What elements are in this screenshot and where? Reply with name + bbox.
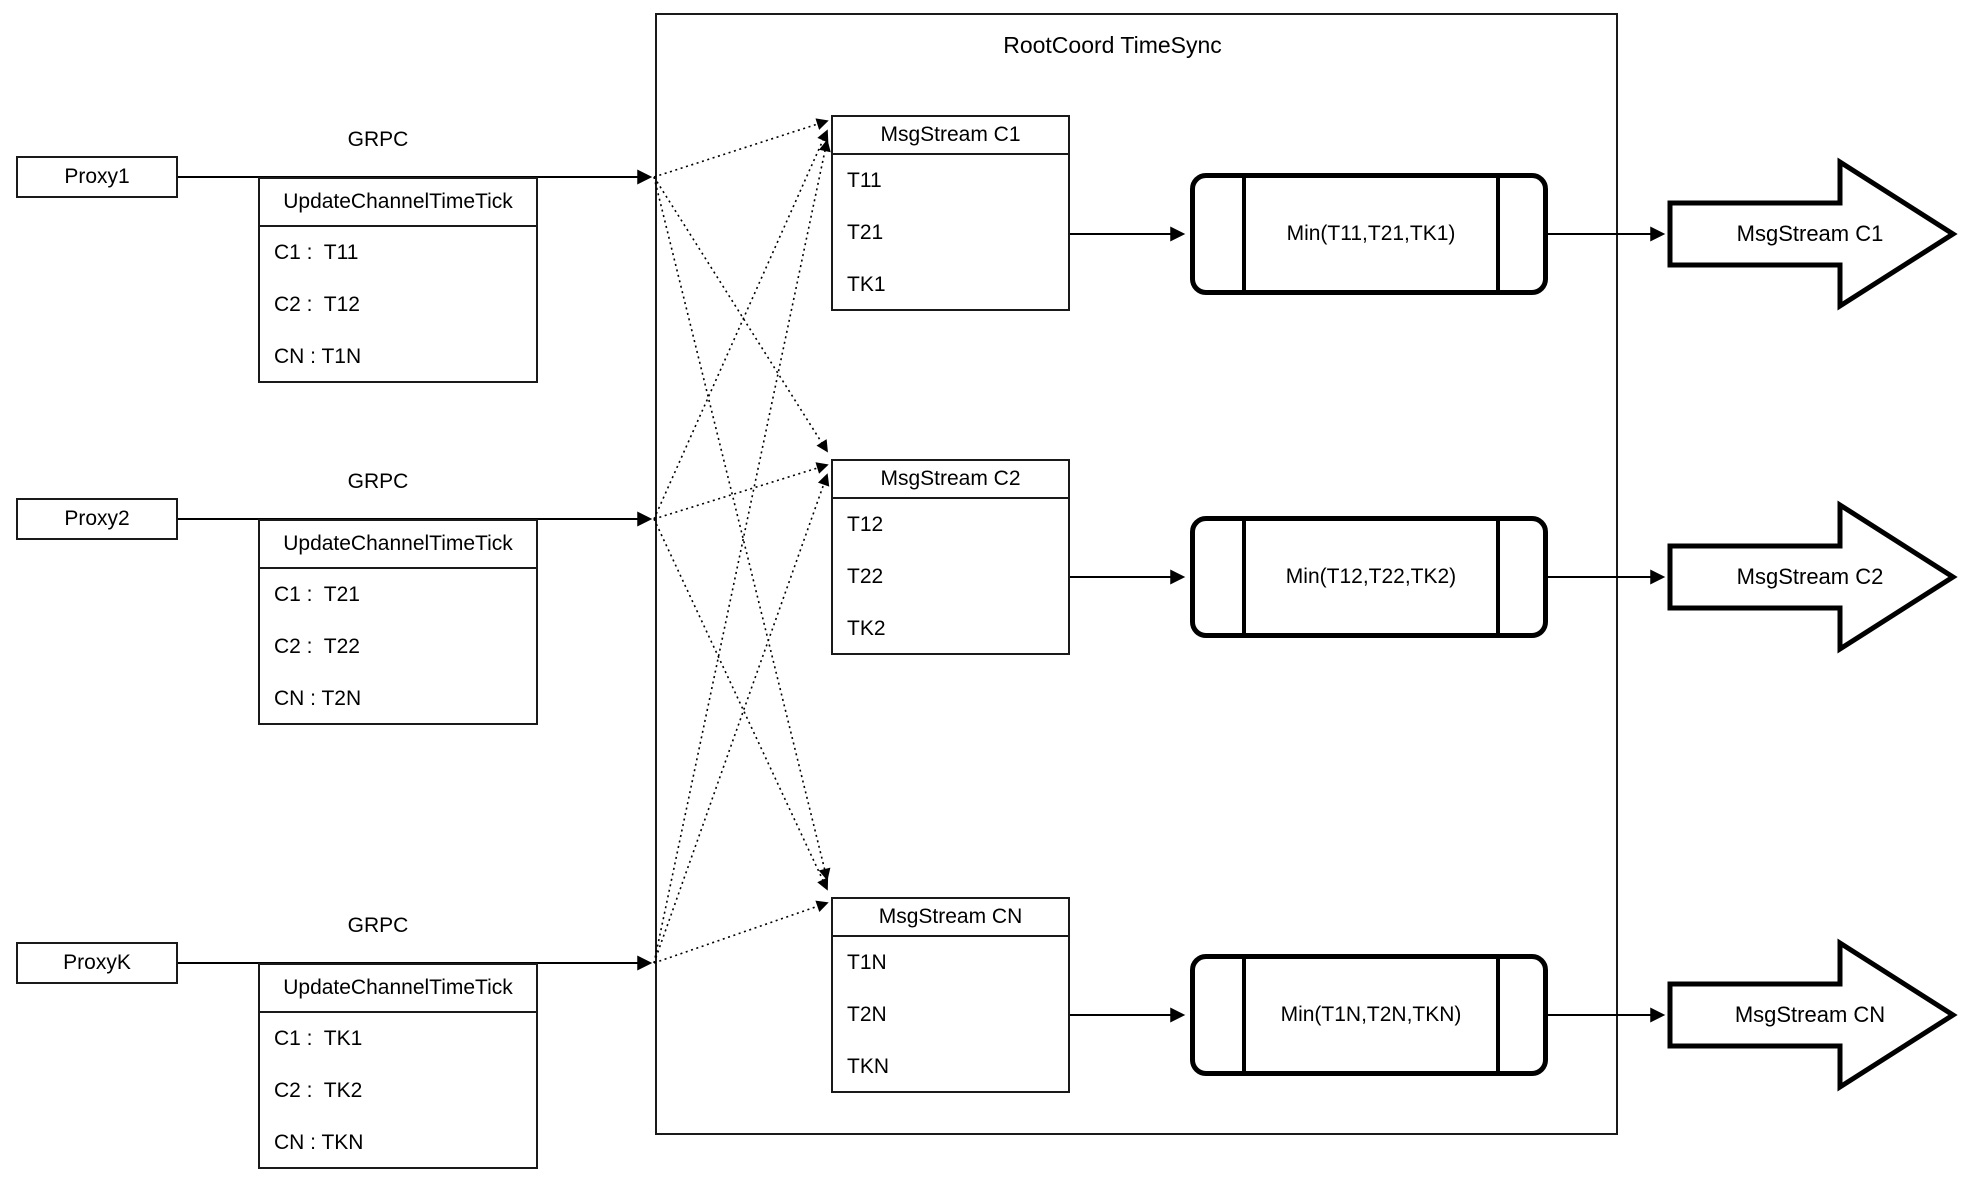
proxy1-table-row: C2 : T12	[274, 293, 360, 316]
fanout-line-pk-c1	[653, 139, 831, 964]
fanout-line-p1-c1	[653, 118, 829, 178]
fanout-line-pk-cn	[653, 900, 829, 964]
proxy1-timetick-table: UpdateChannelTimeTick C1 : T11 C2 : T12 …	[258, 177, 538, 383]
proxy2-table-header: UpdateChannelTimeTick	[260, 521, 536, 569]
fanout-line-pk-c2	[653, 473, 830, 964]
proxy2-box: Proxy2	[16, 498, 178, 540]
capsule-divider	[1496, 959, 1500, 1071]
min-capsule-cn: Min(T1N,T2N,TKN)	[1190, 954, 1548, 1076]
proxy1-table-header: UpdateChannelTimeTick	[260, 179, 536, 227]
fanout-line-p2-cn	[653, 518, 829, 891]
proxy2-timetick-table: UpdateChannelTimeTick C1 : T21 C2 : T22 …	[258, 519, 538, 725]
grpc-label-proxy1: GRPC	[347, 128, 409, 151]
proxy1-box: Proxy1	[16, 156, 178, 198]
fanout-line-p2-c1	[653, 129, 829, 520]
min-label-c1: Min(T11,T21,TK1)	[1286, 222, 1456, 245]
grpc-label-proxyk: GRPC	[347, 914, 409, 937]
capsule-divider	[1242, 521, 1246, 633]
proxy2-table-row: CN : T2N	[274, 687, 362, 710]
proxy1-label: Proxy1	[64, 165, 130, 188]
proxyk-table-row: C2 : TK2	[274, 1079, 363, 1102]
output-arrow-label-c2: MsgStream C2	[1736, 564, 1884, 589]
proxyk-table-row: CN : TKN	[274, 1131, 364, 1154]
output-arrow-label-cn: MsgStream CN	[1734, 1002, 1886, 1027]
msgstream-cn-table-row: T2N	[847, 1003, 887, 1026]
msgstream-c2-table: MsgStream C2 T12 T22 TK2	[831, 459, 1070, 655]
proxyk-label: ProxyK	[63, 951, 131, 974]
msgstream-c1-table-row: T11	[847, 169, 882, 192]
msgstream-cn-table-header: MsgStream CN	[833, 899, 1068, 937]
msgstream-c1-table-row: TK1	[847, 273, 886, 296]
proxy1-table-row: C1 : T11	[274, 241, 359, 264]
msgstream-c2-table-row: TK2	[847, 617, 886, 640]
proxyk-table-row: C1 : TK1	[274, 1027, 363, 1050]
proxy2-table-row: C1 : T21	[274, 583, 360, 606]
min-capsule-c1: Min(T11,T21,TK1)	[1190, 173, 1548, 295]
capsule-divider	[1496, 521, 1500, 633]
msgstream-c2-table-header: MsgStream C2	[833, 461, 1068, 499]
msgstream-cn-table-row: T1N	[847, 951, 887, 974]
output-block-arrow-cn	[1667, 938, 1958, 1092]
msgstream-c2-table-row: T12	[847, 513, 884, 536]
capsule-divider	[1242, 178, 1246, 290]
output-arrow-label-c1: MsgStream C1	[1736, 221, 1884, 246]
capsule-divider	[1242, 959, 1246, 1071]
msgstream-c2-table-row: T22	[847, 565, 884, 588]
fanout-line-p1-c2	[653, 176, 828, 453]
min-capsule-c2: Min(T12,T22,TK2)	[1190, 516, 1548, 638]
min-label-cn: Min(T1N,T2N,TKN)	[1280, 1003, 1462, 1026]
output-block-arrow-c1	[1667, 157, 1958, 311]
fanout-line-p2-c2	[653, 462, 829, 520]
msgstream-c1-table-row: T21	[847, 221, 884, 244]
msgstream-c1-table: MsgStream C1 T11 T21 TK1	[831, 115, 1070, 311]
msgstream-c1-table-header: MsgStream C1	[833, 117, 1068, 155]
msgstream-cn-table: MsgStream CN T1N T2N TKN	[831, 897, 1070, 1093]
capsule-divider	[1496, 178, 1500, 290]
min-label-c2: Min(T12,T22,TK2)	[1285, 565, 1457, 588]
proxy1-table-row: CN : T1N	[274, 345, 362, 368]
proxy2-label: Proxy2	[64, 507, 130, 530]
fanout-line-p1-cn	[653, 176, 831, 881]
proxyk-timetick-table: UpdateChannelTimeTick C1 : TK1 C2 : TK2 …	[258, 963, 538, 1169]
rootcoord-timesync-title: RootCoord TimeSync	[1003, 31, 1222, 58]
msgstream-cn-table-row: TKN	[847, 1055, 889, 1078]
rootcoord-timesync-frame	[655, 13, 1618, 1135]
proxyk-box: ProxyK	[16, 942, 178, 984]
output-block-arrow-c2	[1667, 500, 1958, 654]
proxyk-table-header: UpdateChannelTimeTick	[260, 965, 536, 1013]
grpc-label-proxy2: GRPC	[347, 470, 409, 493]
proxy2-table-row: C2 : T22	[274, 635, 360, 658]
